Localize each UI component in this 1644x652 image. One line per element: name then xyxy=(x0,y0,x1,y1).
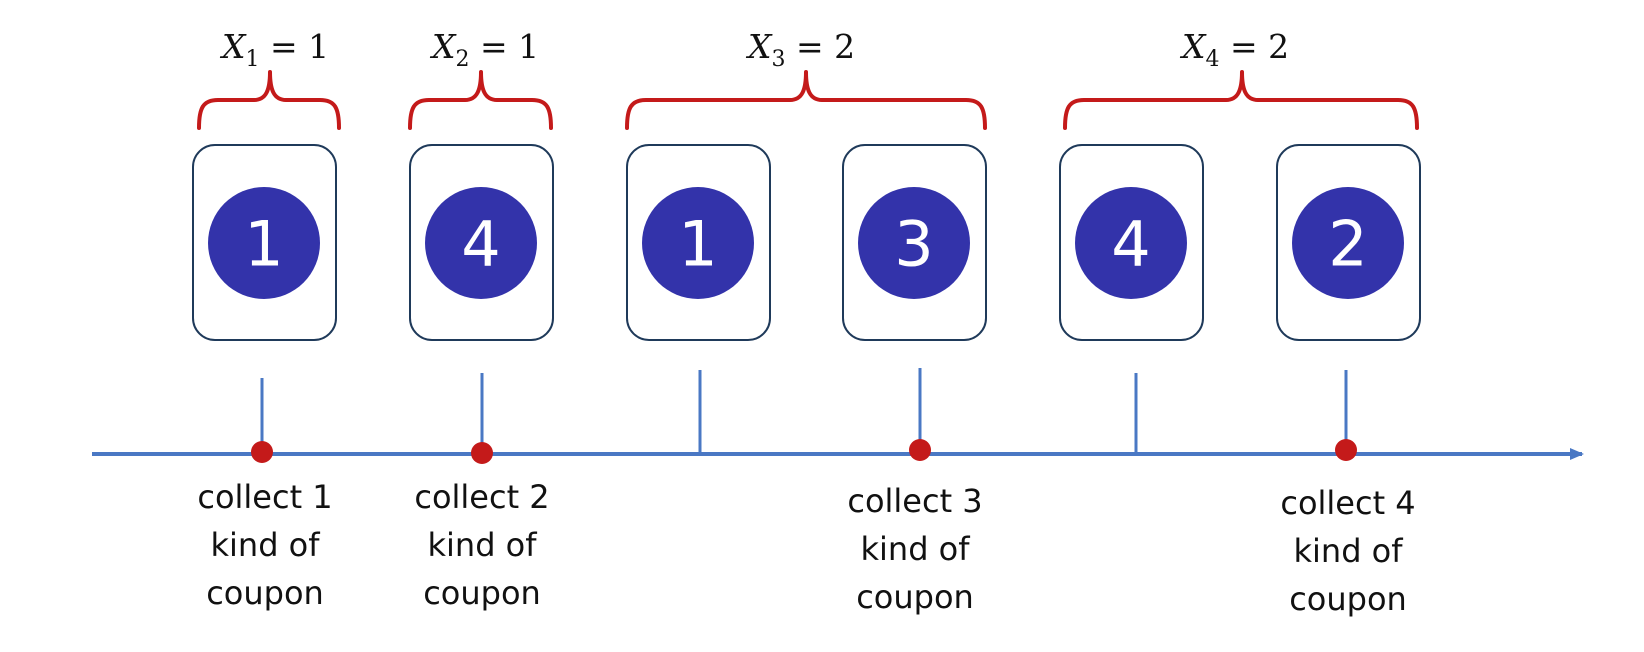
event-dot xyxy=(251,441,273,463)
coupon-circle xyxy=(858,187,970,299)
coupon-card: 4 xyxy=(409,144,554,341)
caption-line: collect 3 xyxy=(847,482,982,520)
coupon-card: 4 xyxy=(1059,144,1204,341)
caption-4: collect 4 kind of coupon xyxy=(1280,484,1415,618)
caption-line: kind of xyxy=(427,526,537,564)
coupon-circle xyxy=(425,187,537,299)
coupon-number: 2 xyxy=(1328,208,1367,281)
brace-4 xyxy=(1063,70,1419,130)
event-dot xyxy=(909,439,931,461)
coupon-number: 1 xyxy=(678,208,717,281)
caption-line: collect 4 xyxy=(1280,484,1415,522)
coupon-number: 4 xyxy=(1111,208,1150,281)
caption-line: coupon xyxy=(423,574,541,612)
coupon-card: 2 xyxy=(1276,144,1421,341)
caption-line: kind of xyxy=(860,530,970,568)
event-dot xyxy=(1335,439,1357,461)
coupon-circle xyxy=(642,187,754,299)
caption-line: coupon xyxy=(206,574,324,612)
coupon-number: 3 xyxy=(894,208,933,281)
caption-line: kind of xyxy=(1293,532,1403,570)
caption-3: collect 3 kind of coupon xyxy=(847,482,982,616)
coupon-number: 1 xyxy=(244,208,283,281)
coupon-circle xyxy=(208,187,320,299)
brace-3 xyxy=(625,70,987,130)
brace-1 xyxy=(197,70,341,130)
brace-label-3: X3 = 2 xyxy=(745,27,855,72)
coupon-circle xyxy=(1075,187,1187,299)
coupon-card: 3 xyxy=(842,144,987,341)
coupon-number: 4 xyxy=(461,208,500,281)
brace-label-1: X1 = 1 xyxy=(219,27,329,72)
caption-2: collect 2 kind of coupon xyxy=(414,478,549,612)
caption-line: collect 2 xyxy=(414,478,549,516)
coupon-circle xyxy=(1292,187,1404,299)
brace-2 xyxy=(408,70,553,130)
caption-line: coupon xyxy=(856,578,974,616)
brace-label-2: X2 = 1 xyxy=(429,27,539,72)
caption-line: kind of xyxy=(210,526,320,564)
event-dot xyxy=(471,442,493,464)
caption-line: coupon xyxy=(1289,580,1407,618)
coupon-card: 1 xyxy=(626,144,771,341)
caption-line: collect 1 xyxy=(197,478,332,516)
brace-label-4: X4 = 2 xyxy=(1179,27,1289,72)
coupon-card: 1 xyxy=(192,144,337,341)
caption-1: collect 1 kind of coupon xyxy=(197,478,332,612)
